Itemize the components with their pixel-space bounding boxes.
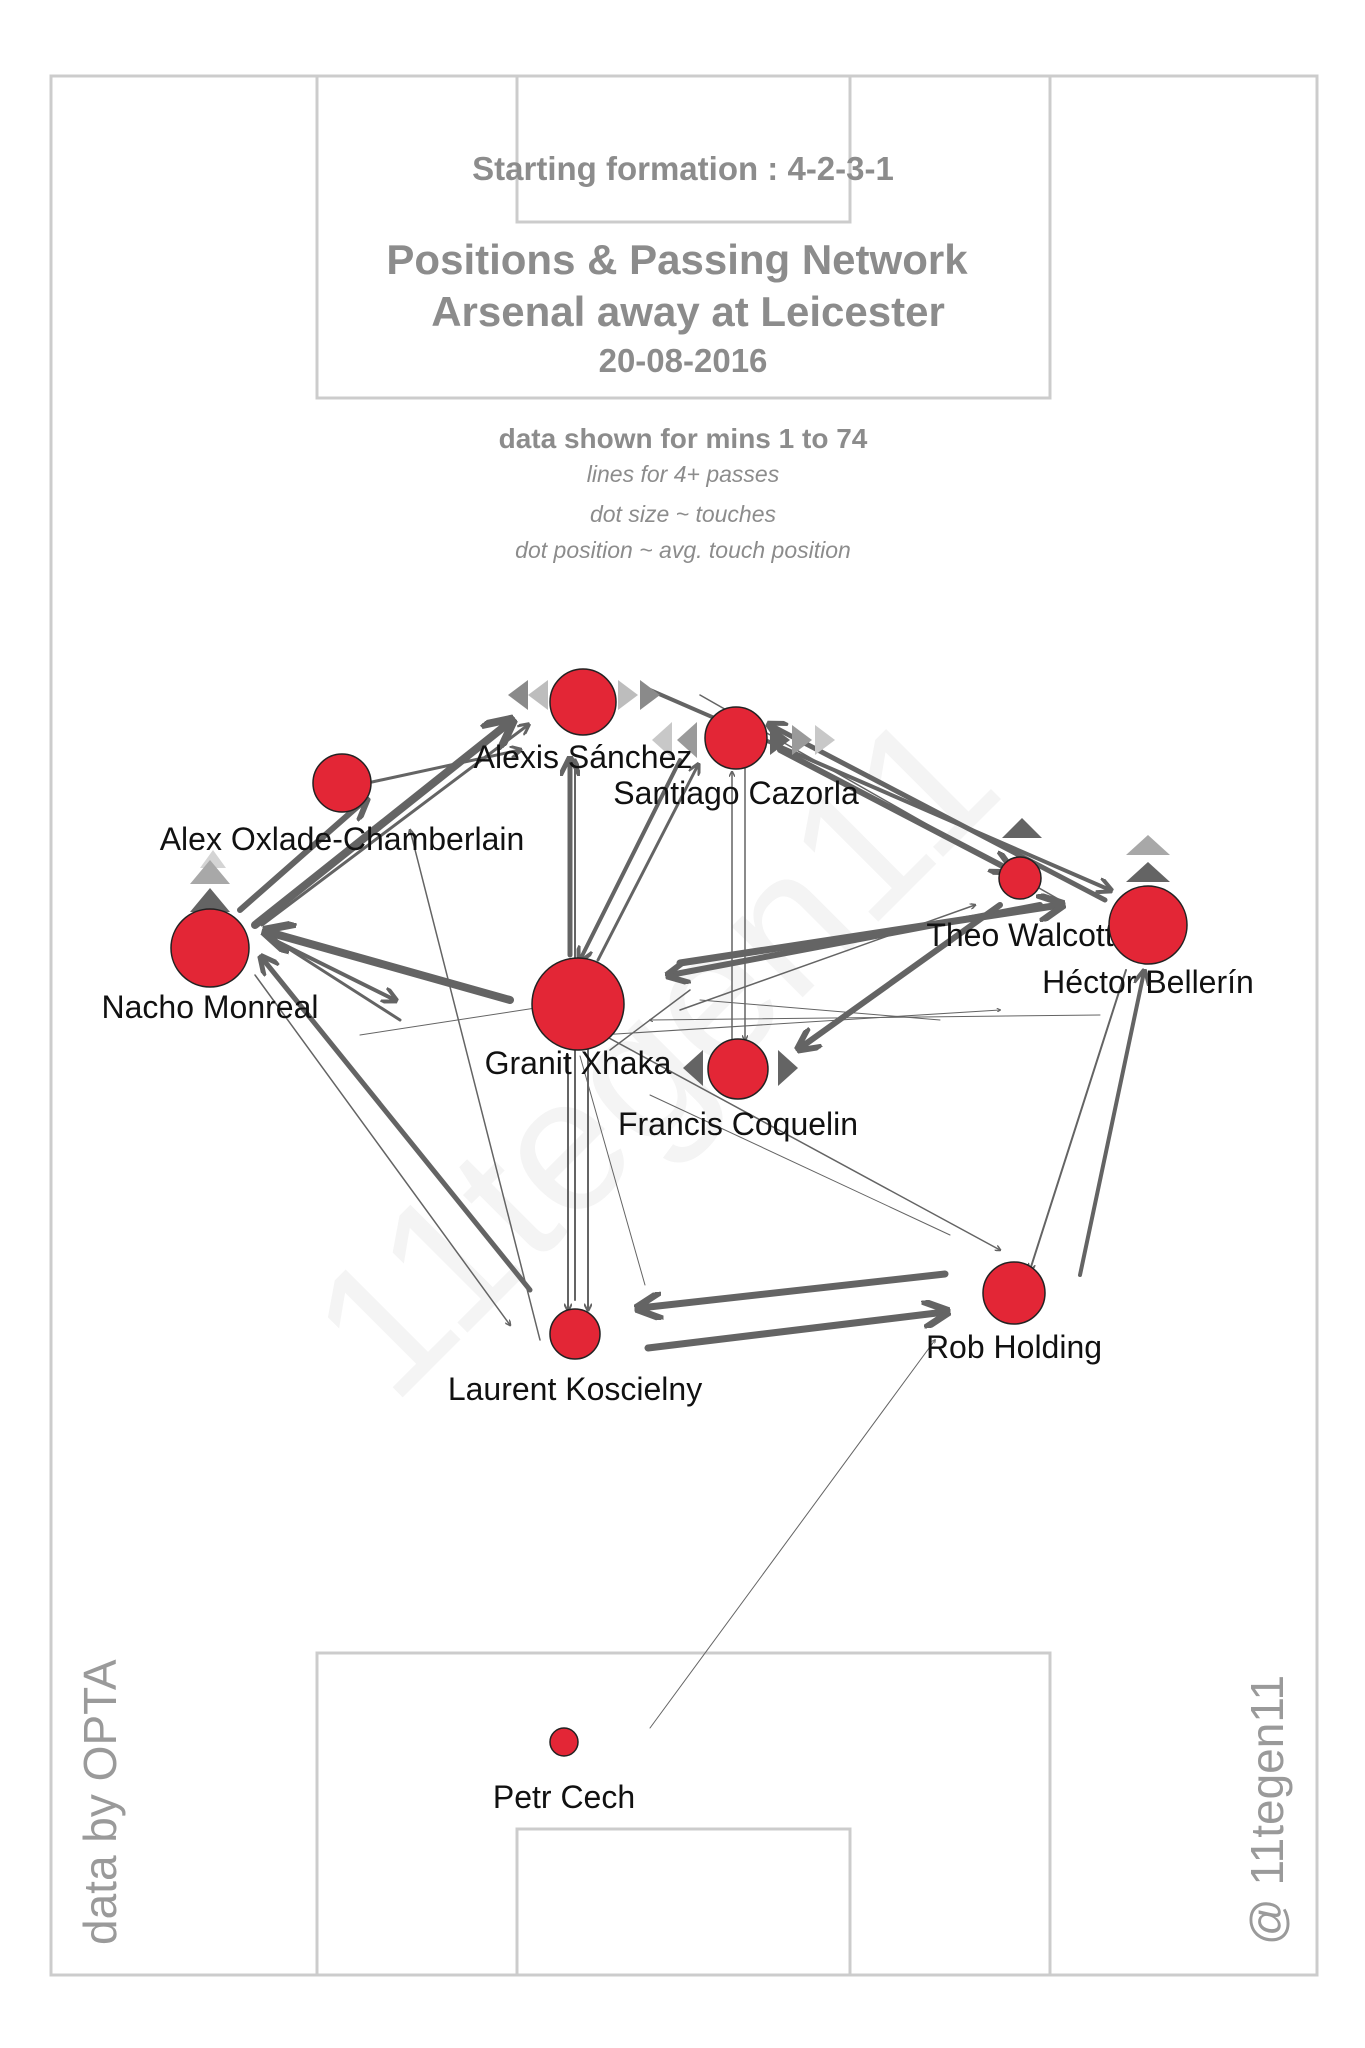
triangle-marker <box>1126 835 1170 855</box>
player-label: Petr Cech <box>493 1779 635 1815</box>
player-label: Héctor Bellerín <box>1042 964 1254 1000</box>
pass-line <box>649 1340 935 1729</box>
triangle-marker <box>1002 818 1042 838</box>
triangle-marker <box>190 888 230 912</box>
triangle-marker <box>640 680 660 710</box>
pass-line <box>584 1024 1000 1250</box>
data-source-credit: data by OPTA <box>74 1659 126 1945</box>
pass-line <box>370 750 520 784</box>
pass-line <box>410 830 541 1341</box>
triangle-marker <box>200 850 226 868</box>
player-label: Francis Coquelin <box>618 1106 858 1142</box>
author-credit: @ 11tegen11 <box>1241 1675 1293 1945</box>
minutes-note: data shown for mins 1 to 74 <box>499 423 868 454</box>
triangle-marker <box>508 680 528 710</box>
dot-size-note: dot size ~ touches <box>590 501 777 527</box>
triangle-marker <box>1126 862 1170 882</box>
pass-line <box>1078 972 1144 1277</box>
triangle-marker <box>677 722 697 758</box>
pass-line <box>262 958 533 1293</box>
player-dot <box>704 706 768 770</box>
pass-line <box>800 902 1003 1048</box>
match-date: 20-08-2016 <box>599 342 768 379</box>
pass-line <box>649 1094 951 1236</box>
dot-position-note: dot position ~ avg. touch position <box>515 537 851 563</box>
triangle-marker <box>815 725 835 755</box>
page-title-line1: Positions & Passing Network <box>386 236 968 283</box>
triangle-marker <box>652 722 672 758</box>
pass-line <box>254 974 510 1325</box>
pass-line <box>251 722 510 929</box>
pass-line <box>640 1270 949 1308</box>
pass-line <box>268 932 514 1004</box>
player-dot <box>982 1261 1046 1325</box>
pass-line <box>599 1010 1000 1036</box>
player-label: Rob Holding <box>926 1329 1102 1365</box>
pass-line <box>596 765 698 962</box>
player-label: Alex Oxlade-Chamberlain <box>160 821 525 857</box>
formation-label: Starting formation : 4-2-3-1 <box>472 150 894 187</box>
pass-line <box>359 1004 556 1036</box>
triangle-marker <box>190 860 230 884</box>
player-label: Theo Walcott <box>926 917 1113 953</box>
player-dot <box>998 856 1042 900</box>
pass-lines <box>237 688 1144 1729</box>
triangle-marker <box>683 1050 703 1086</box>
lines-note: lines for 4+ passes <box>587 461 780 487</box>
bottom-six-yard-box <box>515 1827 852 1977</box>
pass-line <box>237 800 365 913</box>
triangle-marker <box>528 680 548 710</box>
pass-line <box>699 999 941 1021</box>
player-label: Alexis Sánchez <box>474 739 693 775</box>
player-dot <box>1108 885 1188 965</box>
player-label: Nacho Monreal <box>102 989 319 1025</box>
player-dot <box>549 668 617 736</box>
player-label: Laurent Koscielny <box>448 1371 702 1407</box>
player-dot <box>549 1308 601 1360</box>
player-label: Santiago Cazorla <box>613 775 859 811</box>
direction-markers <box>190 680 1170 1086</box>
triangle-marker <box>770 725 790 755</box>
player-dot <box>549 1727 579 1757</box>
player-dot <box>312 753 372 813</box>
pass-line <box>676 905 1060 967</box>
top-six-yard-box <box>515 74 852 224</box>
player-dot <box>707 1038 769 1100</box>
pass-line <box>679 905 975 1011</box>
page-title-line2: Arsenal away at Leicester <box>431 288 945 335</box>
pass-line <box>770 725 1108 903</box>
player-label: Granit Xhaka <box>485 1045 672 1081</box>
pass-line <box>580 758 682 960</box>
players: Nacho Monreal Alex Oxlade-Chamberlain Alex… <box>102 668 1254 1815</box>
triangle-marker <box>618 680 638 710</box>
bottom-penalty-box <box>315 1651 1052 1977</box>
player-dot <box>170 908 250 988</box>
pass-line <box>644 1312 945 1352</box>
pass-line <box>650 1014 1101 1020</box>
triangle-marker <box>792 725 812 755</box>
triangle-marker <box>778 1050 798 1086</box>
pass-line <box>1030 969 1127 1270</box>
pitch-markings <box>49 74 1319 1977</box>
pass-line <box>579 1055 646 1286</box>
player-dot <box>531 957 625 1051</box>
